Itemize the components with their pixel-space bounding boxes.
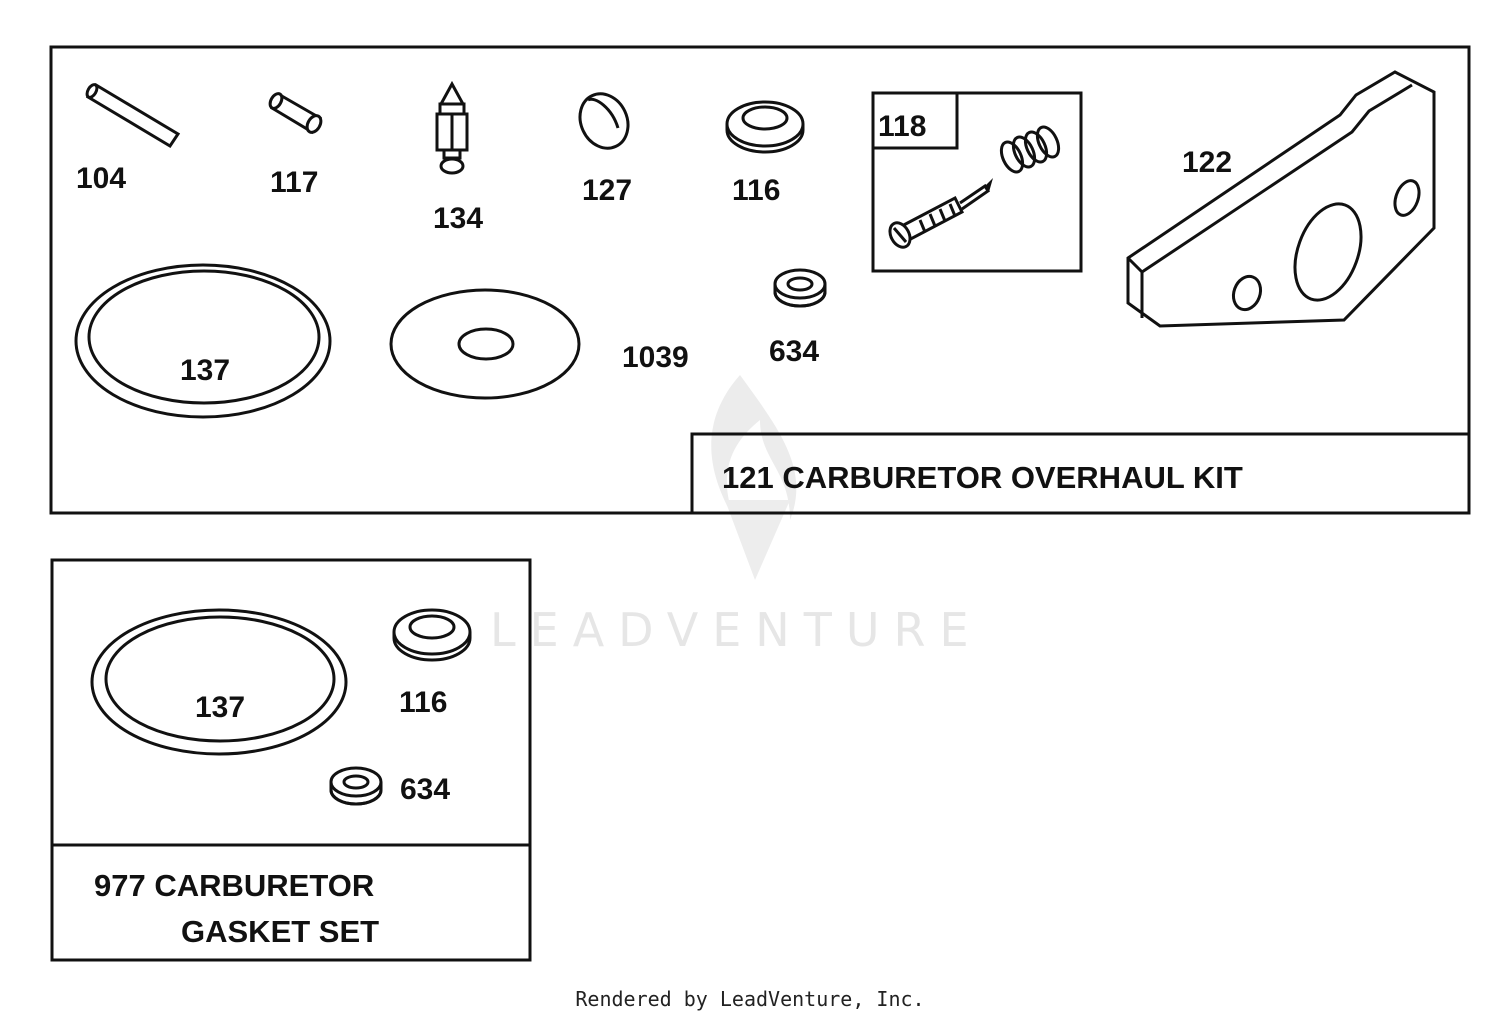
footer-credit: Rendered by LeadVenture, Inc.: [575, 987, 924, 1011]
overhaul-kit-panel: 121 CARBURETOR OVERHAUL KIT: [49, 45, 1471, 515]
part-134-label: 134: [433, 202, 483, 235]
gasket-set-part-634: 634: [329, 766, 450, 806]
gasket-set-title-line1: 977 CARBURETOR: [94, 868, 374, 903]
part-116-label: 116: [732, 174, 780, 207]
part-1039-label: 1039: [622, 341, 689, 374]
part-118-border: [871, 91, 1083, 273]
part-118-label-box: [871, 91, 959, 150]
part-134-needle: 134: [433, 80, 483, 235]
part-117-label: 117: [270, 166, 318, 199]
part-118-label: 118: [878, 110, 926, 143]
part-1039-diaphragm: 1039: [389, 288, 689, 400]
gasket-set-part-116-label: 116: [399, 686, 447, 719]
mixture-screw-icon: [888, 178, 993, 249]
part-116-washer: 116: [725, 100, 805, 207]
spring-icon: [999, 125, 1061, 174]
gasket-set-part-137-label: 137: [195, 691, 245, 724]
gasket-set-part-116: 116: [392, 608, 472, 719]
part-127-plug: 127: [578, 92, 632, 207]
gasket-set-title-line2: GASKET SET: [181, 914, 379, 949]
part-122-label: 122: [1182, 146, 1232, 179]
part-634-label: 634: [769, 335, 819, 368]
gasket-set-border: [50, 558, 532, 962]
part-137-label: 137: [180, 354, 230, 387]
part-104-label: 104: [76, 162, 126, 195]
gasket-set-panel: 977 CARBURETOR GASKET SET: [50, 558, 532, 962]
part-634-seal: 634: [769, 268, 827, 368]
gasket-set-part-137: 137: [90, 608, 348, 756]
watermark: LEADVENTURE: [490, 375, 983, 657]
part-118-box: 118: [871, 91, 1083, 273]
overhaul-kit-title-box: [690, 432, 1471, 515]
part-117-sleeve: 117: [268, 92, 323, 199]
part-122-insulator: 122: [1126, 70, 1436, 328]
part-127-label: 127: [582, 174, 632, 207]
overhaul-kit-title: 121 CARBURETOR OVERHAUL KIT: [722, 460, 1243, 495]
watermark-text: LEADVENTURE: [490, 603, 983, 657]
part-137-gasket: 137: [74, 263, 332, 419]
gasket-set-part-634-label: 634: [400, 773, 450, 806]
part-104-pin: 104: [76, 82, 181, 195]
